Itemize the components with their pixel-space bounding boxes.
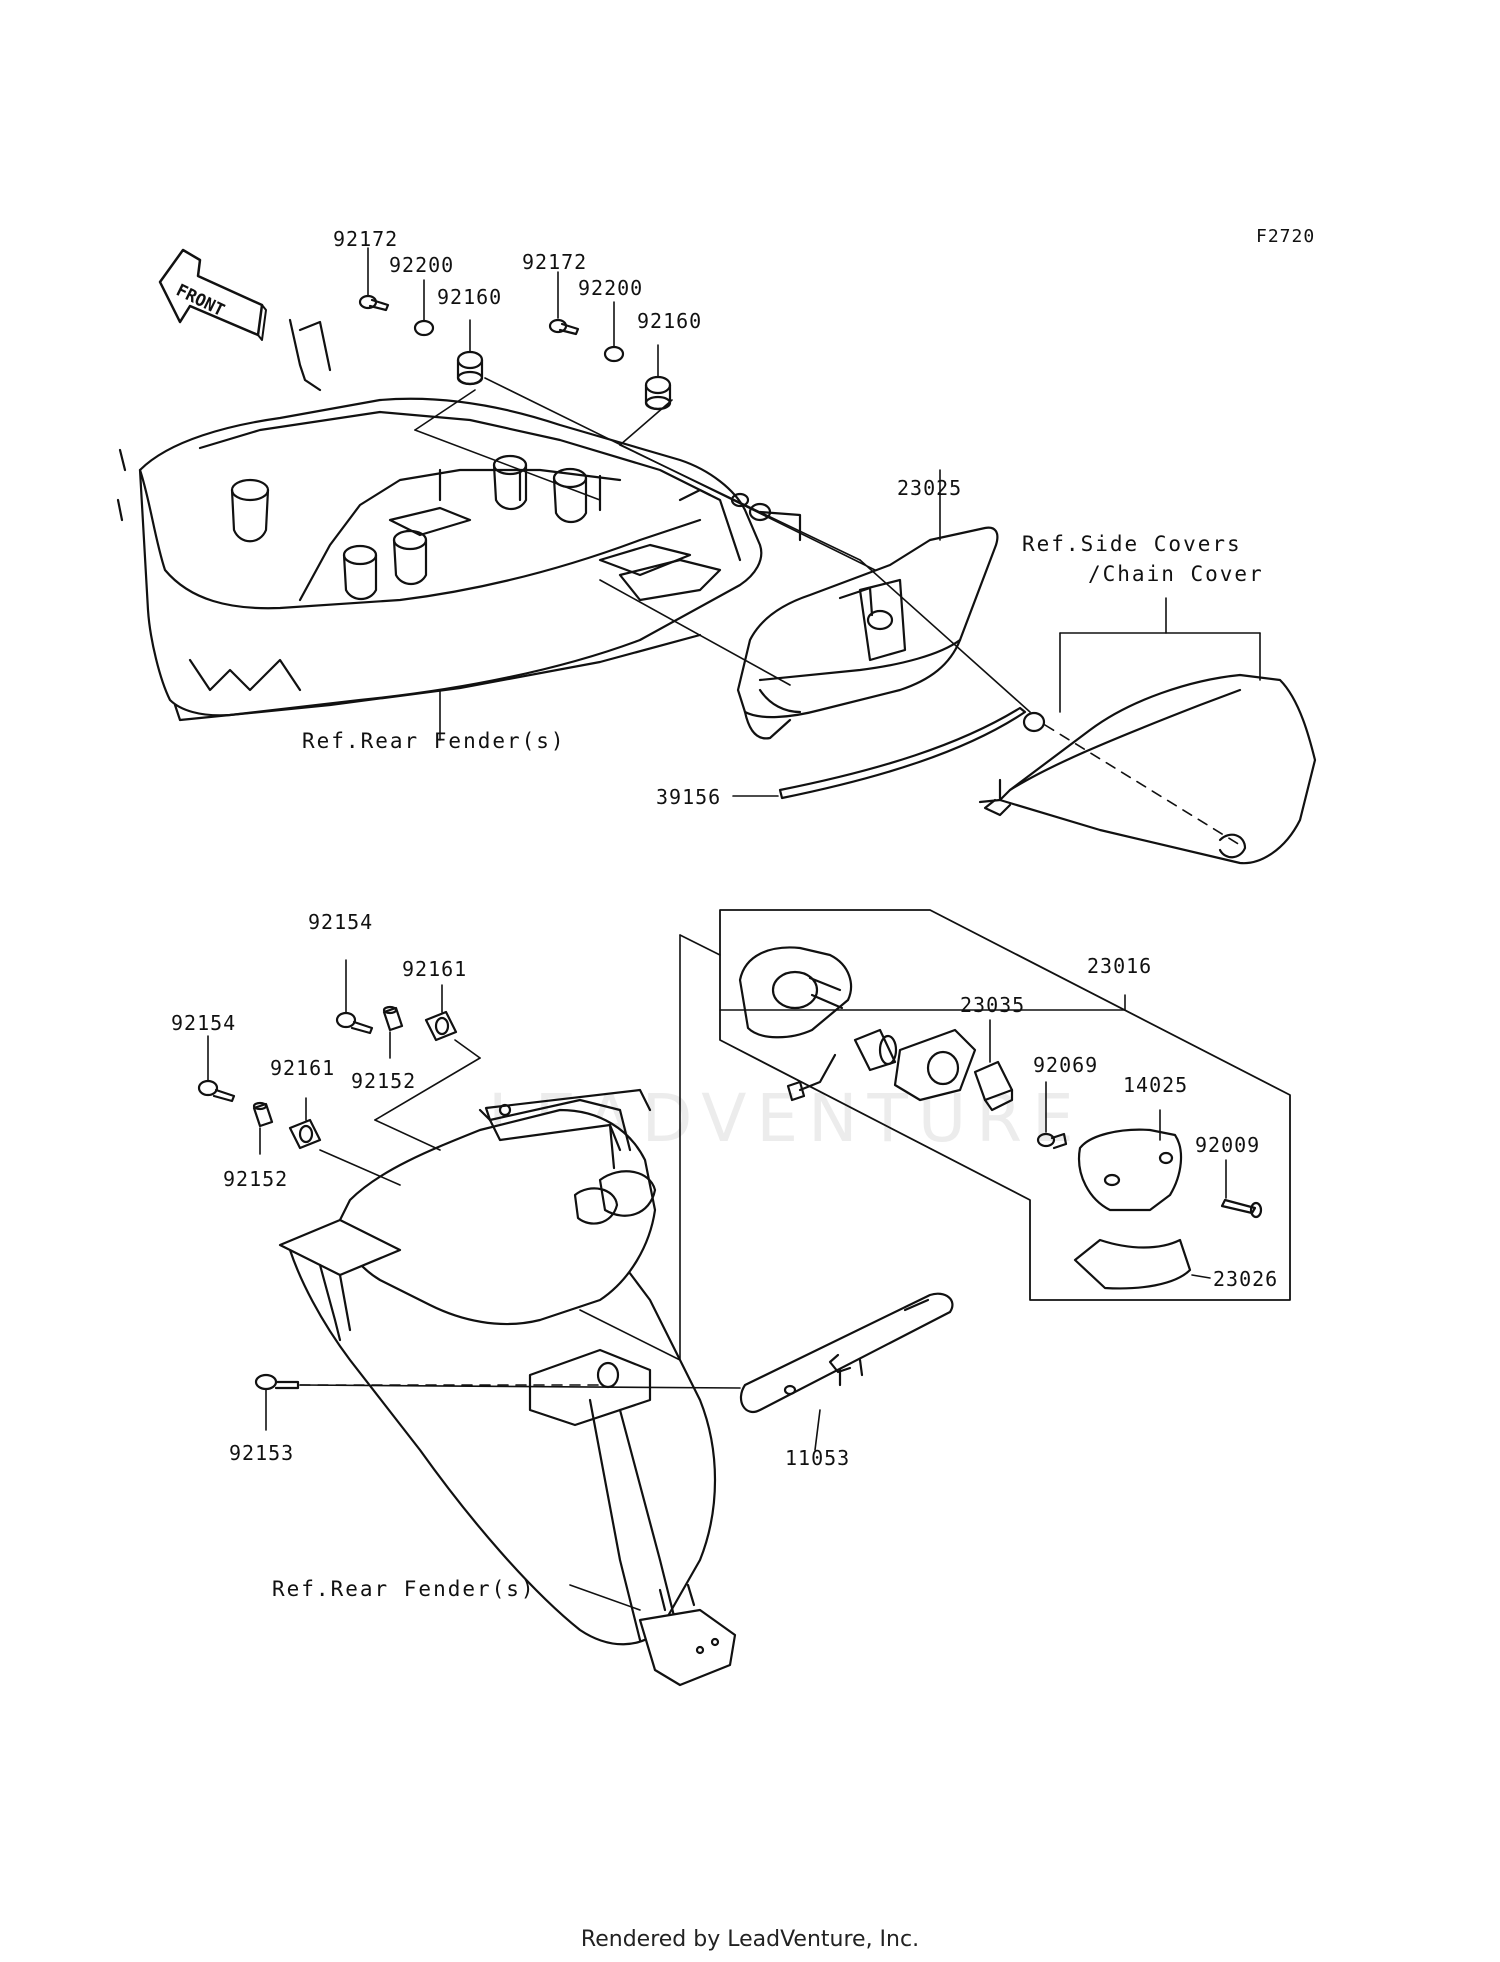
grommet-92161-b — [288, 1118, 322, 1150]
part-label-14025[interactable]: 14025 — [1123, 1073, 1189, 1097]
front-arrow-icon: FRONT — [158, 248, 267, 341]
part-label-23026[interactable]: 23026 — [1213, 1267, 1279, 1291]
collar-92200-b — [603, 345, 625, 363]
bolt-92153 — [254, 1373, 300, 1391]
collar-92152-b — [252, 1101, 274, 1128]
bolt-92172-b — [548, 318, 580, 336]
bulb-92069 — [1036, 1132, 1068, 1150]
license-bracket-11053 — [739, 1292, 954, 1413]
leader-lines-top — [367, 247, 1261, 797]
part-label-92152-a[interactable]: 92152 — [351, 1069, 417, 1093]
part-label-92200-a[interactable]: 92200 — [389, 253, 455, 277]
bulb-socket — [786, 1028, 898, 1102]
side-cover — [978, 673, 1317, 865]
part-label-92160-b[interactable]: 92160 — [637, 309, 703, 333]
part-label-92161-b[interactable]: 92161 — [270, 1056, 336, 1080]
rear-frame-assembly — [116, 318, 802, 722]
tail-light-23025 — [736, 526, 999, 740]
lamp-holder-23035 — [893, 1028, 977, 1102]
part-label-23025[interactable]: 23025 — [897, 476, 963, 500]
part-label-92160-a[interactable]: 92160 — [437, 285, 503, 309]
lens-strip-39156 — [778, 706, 1027, 800]
lamp-housing — [738, 946, 853, 1039]
part-label-23016[interactable]: 23016 — [1087, 954, 1153, 978]
figure-code: F2720 — [1256, 226, 1316, 247]
part-label-11053[interactable]: 11053 — [785, 1446, 851, 1470]
dashed-leader-cover — [1044, 724, 1241, 846]
ref-rear-fender-bottom[interactable]: Ref.Rear Fender(s) — [272, 1577, 536, 1601]
grommet-92160-a — [456, 350, 484, 386]
part-label-92172-b[interactable]: 92172 — [522, 250, 588, 274]
part-label-92172-a[interactable]: 92172 — [333, 227, 399, 251]
grommet-side-cover — [1022, 711, 1046, 733]
collar-92152-a — [382, 1005, 404, 1032]
part-label-92153[interactable]: 92153 — [229, 1441, 295, 1465]
bolt-92172-a — [358, 294, 390, 312]
bolt-92154-b — [197, 1079, 236, 1103]
ref-side-covers[interactable]: Ref.Side Covers — [1022, 532, 1242, 556]
ref-chain-cover[interactable]: /Chain Cover — [1088, 562, 1264, 586]
part-label-92152-b[interactable]: 92152 — [223, 1167, 289, 1191]
grommet-92161-a — [424, 1010, 458, 1042]
part-label-92069[interactable]: 92069 — [1033, 1053, 1099, 1077]
part-label-92009[interactable]: 92009 — [1195, 1133, 1261, 1157]
part-label-92154-b[interactable]: 92154 — [171, 1011, 237, 1035]
ref-rear-fender-top[interactable]: Ref.Rear Fender(s) — [302, 729, 566, 753]
collar-92200-a — [413, 319, 435, 337]
footer-credit: Rendered by LeadVenture, Inc. — [580, 1927, 920, 1952]
rear-fender-lower — [278, 1088, 737, 1687]
part-label-39156[interactable]: 39156 — [656, 785, 722, 809]
clip-23035 — [973, 1060, 1014, 1112]
reflector-23026 — [1073, 1238, 1192, 1290]
lens-cover-14025 — [1077, 1128, 1183, 1212]
part-label-23035[interactable]: 23035 — [960, 993, 1026, 1017]
part-label-92154-a[interactable]: 92154 — [308, 910, 374, 934]
part-label-92200-b[interactable]: 92200 — [578, 276, 644, 300]
bolt-92154-a — [335, 1011, 374, 1035]
lamp-assembly-box-23016 — [719, 909, 1291, 1301]
part-label-92161-a[interactable]: 92161 — [402, 957, 468, 981]
screw-92009 — [1220, 1198, 1263, 1219]
